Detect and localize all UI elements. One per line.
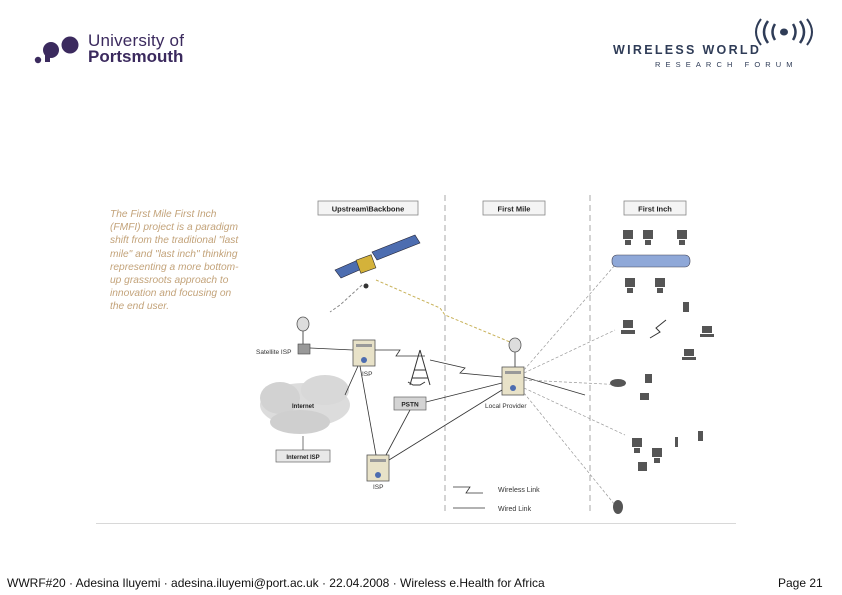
sat-link-provider: [375, 279, 511, 343]
fmfi-network-diagram: Upstream\Backbone First Mile First Inch …: [256, 195, 714, 515]
header-first-mile-label: First Mile: [498, 205, 531, 214]
university-of-portsmouth-logo: University of Portsmouth: [30, 31, 200, 69]
content-divider: [96, 523, 736, 524]
internet-cloud-icon: [260, 375, 350, 434]
satellite-isp-label: Satellite ISP: [256, 349, 291, 356]
header-first-inch: First Inch: [623, 200, 687, 216]
radio-tower-icon: [407, 349, 431, 386]
local-provider-server-icon: [501, 337, 525, 396]
legend-wireless-label: Wireless Link: [498, 487, 540, 494]
footer-text: WWRF#20 · Adesina Iluyemi · adesina.iluy…: [7, 576, 545, 590]
wwrf-logo: WIRELESS WORLD RESEARCH FORUM: [608, 18, 813, 73]
satellite-icon: [334, 234, 421, 289]
first-inch-links: [523, 264, 626, 506]
sat-link-isp: [329, 284, 363, 313]
header-upstream: Upstream\Backbone: [317, 200, 419, 216]
uop-line1: University of: [88, 31, 185, 50]
first-inch-mobile-group: [632, 431, 703, 471]
intro-text: The First Mile First Inch (FMFI) project…: [110, 209, 239, 313]
satellite-dish-icon: [296, 316, 311, 355]
first-inch-lan-group: [611, 230, 691, 293]
isp-top-label: ISP: [362, 371, 372, 378]
isp-top-server-icon: [352, 339, 376, 367]
isp-bottom-server-icon: [366, 454, 390, 482]
uop-line2: Portsmouth: [88, 47, 184, 66]
isp-bottom-label: ISP: [373, 484, 383, 491]
diagram-legend: Wireless Link Wired Link: [453, 486, 540, 513]
header-upstream-label: Upstream\Backbone: [332, 205, 405, 214]
uop-logo-mark: [34, 36, 79, 64]
mobile-phone-icon: [613, 500, 623, 514]
header-first-inch-label: First Inch: [638, 205, 672, 214]
first-inch-phones-group: [610, 374, 652, 400]
wwrf-line1: WIRELESS WORLD: [613, 43, 762, 57]
wwrf-line2: RESEARCH FORUM: [655, 60, 798, 69]
pstn-label: PSTN: [401, 402, 419, 409]
wired-links: [309, 347, 586, 461]
header-first-mile: First Mile: [482, 200, 546, 216]
first-inch-laptops-group: [621, 302, 714, 360]
wwrf-signal-icon: [755, 18, 813, 46]
internet-isp-label: Internet ISP: [286, 455, 319, 461]
legend-wired-label: Wired Link: [498, 506, 532, 513]
wireless-links: [375, 349, 503, 378]
page-number: Page 21: [778, 576, 823, 590]
internet-label: Internet: [292, 404, 314, 410]
local-provider-label: Local Provider: [485, 403, 527, 410]
